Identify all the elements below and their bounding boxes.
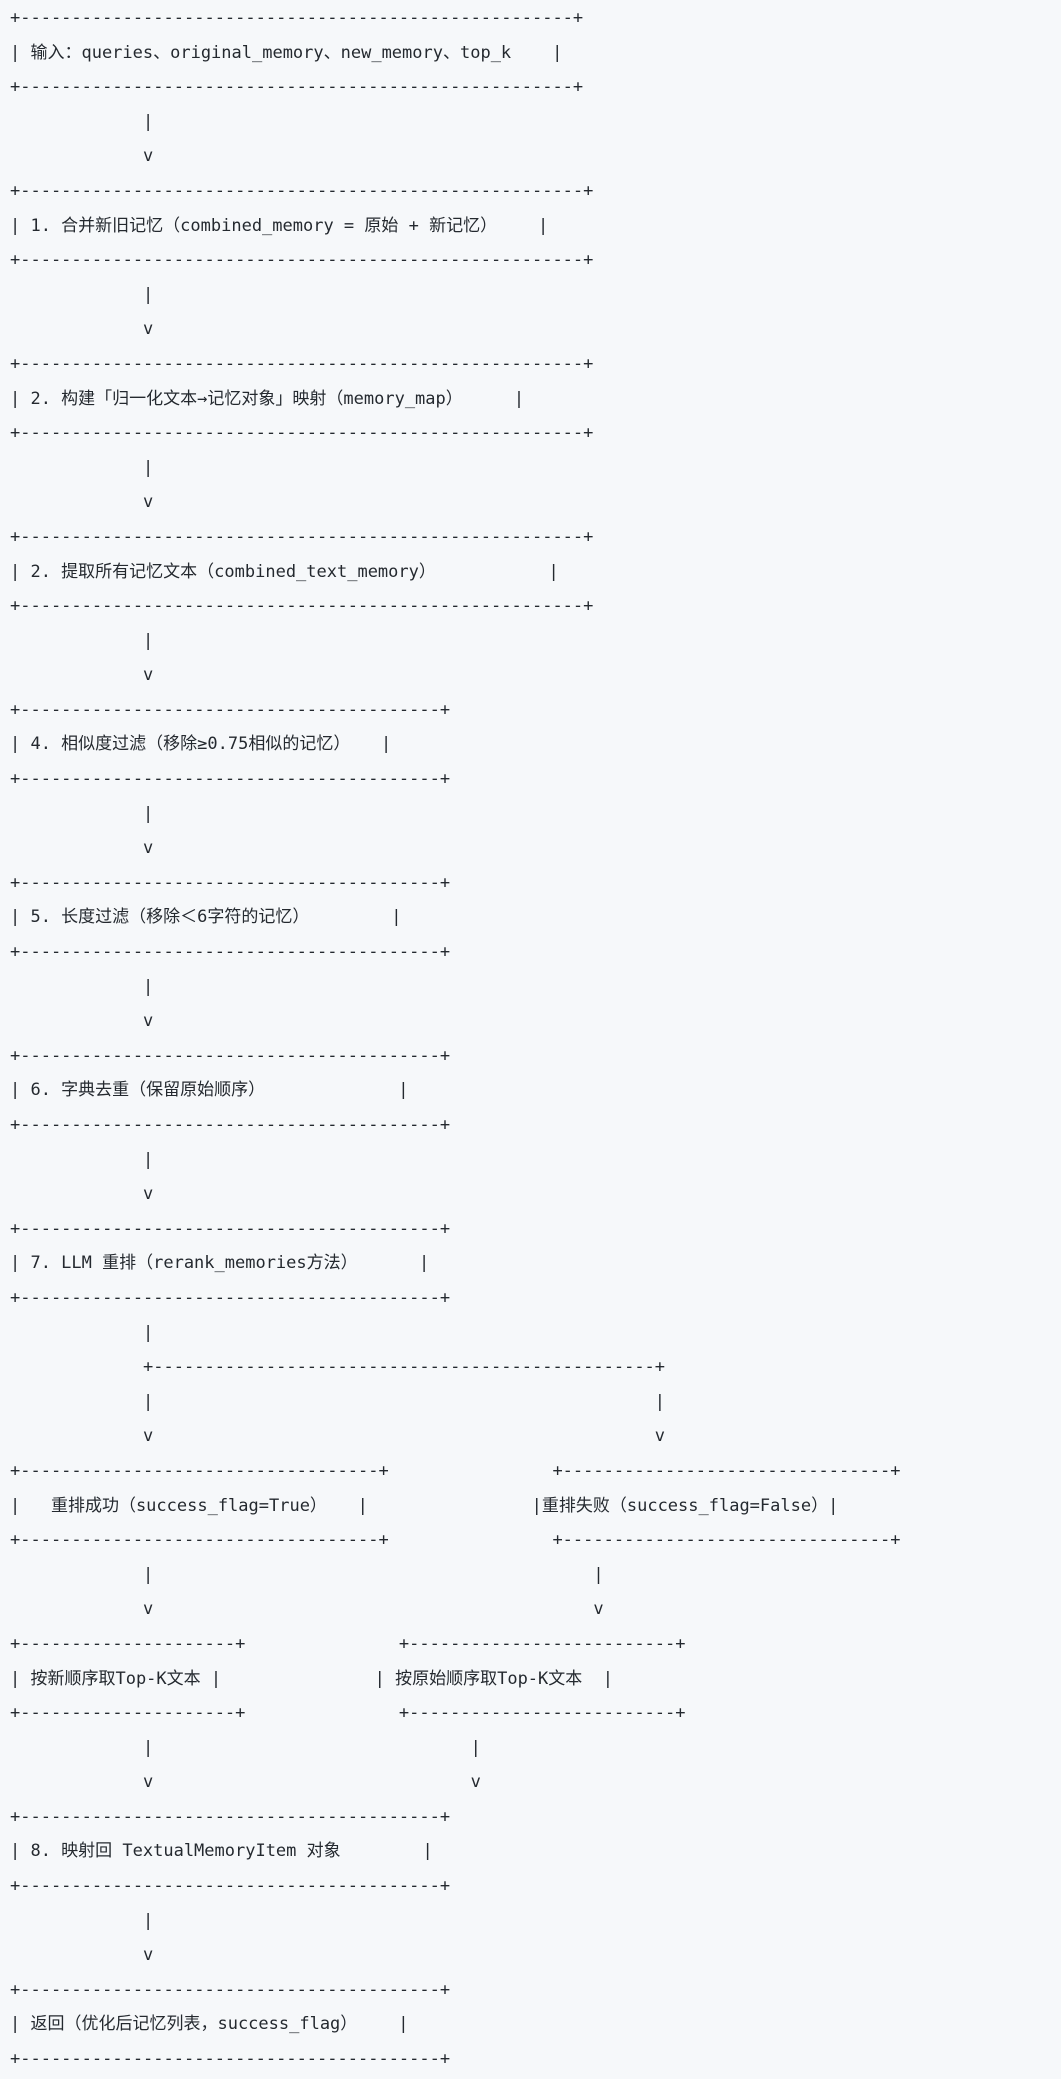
code-block: +---------------------------------------… (10, 8, 901, 2070)
ascii-flowchart: +---------------------------------------… (10, 8, 901, 2070)
